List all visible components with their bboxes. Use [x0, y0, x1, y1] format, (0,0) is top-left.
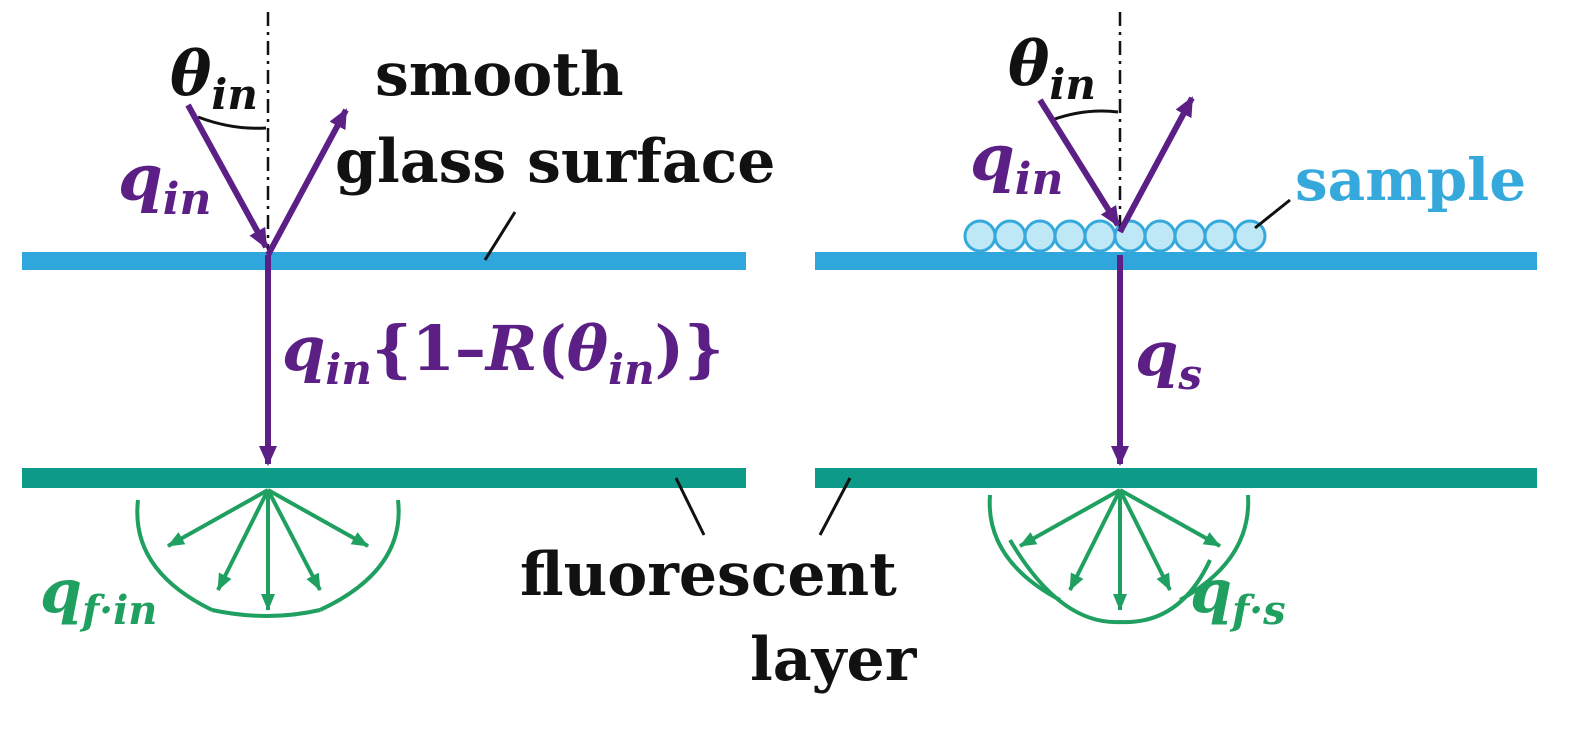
sample-bead — [1053, 219, 1087, 253]
sample-bead — [1173, 219, 1207, 253]
right-angle-arc — [1051, 109, 1119, 122]
left-theta-label: θin — [170, 37, 258, 119]
sample-bead — [1023, 219, 1057, 253]
right-transmitted-label: qs — [1135, 317, 1202, 399]
left-reflected-arrow — [265, 108, 349, 257]
left-fluorescent-layer — [22, 468, 746, 488]
sample-bead — [1203, 219, 1237, 253]
fluorescent-label-line1: fluorescent — [520, 540, 897, 610]
left-fluorescent-pointer — [674, 477, 706, 536]
left-glass-surface — [22, 252, 746, 270]
right-incident-label: qin — [970, 121, 1063, 205]
surface-label-line2: glass surface — [335, 127, 775, 197]
sample-bead — [1143, 219, 1177, 253]
left-surface-pointer — [483, 211, 517, 261]
surface-label-line1: smooth — [375, 40, 624, 110]
left-emission-fan — [135, 488, 401, 618]
right-reflected-arrow — [1117, 96, 1195, 234]
sample-bead — [993, 219, 1027, 253]
left-transmitted-label: qin{1–R(θin)} — [282, 312, 724, 394]
sample-pointer — [1254, 198, 1291, 230]
right-theta-label: θin — [1008, 27, 1096, 109]
left-angle-arc — [197, 115, 267, 130]
left-panel: θin qin smooth glass surface qin{1–R(θin… — [22, 12, 775, 634]
right-glass-surface — [815, 252, 1537, 270]
sample-label: sample — [1295, 146, 1526, 214]
left-incident-arrow — [185, 103, 269, 249]
left-incident-label: qin — [118, 141, 211, 225]
fluorescent-label-line2: layer — [750, 625, 918, 695]
right-emission-label: qf·s — [1190, 557, 1286, 634]
sample-bead — [963, 219, 997, 253]
right-fluorescent-layer — [815, 468, 1537, 488]
right-emission-fan — [987, 488, 1251, 625]
right-incident-arrow — [1037, 98, 1121, 227]
right-fluorescent-pointer — [818, 477, 852, 536]
sample-bead — [1233, 219, 1267, 253]
sample-beads — [963, 219, 1267, 253]
left-emission-label: qf·in — [40, 557, 157, 634]
right-panel: θin qin sample qs qf·s — [815, 12, 1537, 634]
sample-bead — [1083, 219, 1117, 253]
